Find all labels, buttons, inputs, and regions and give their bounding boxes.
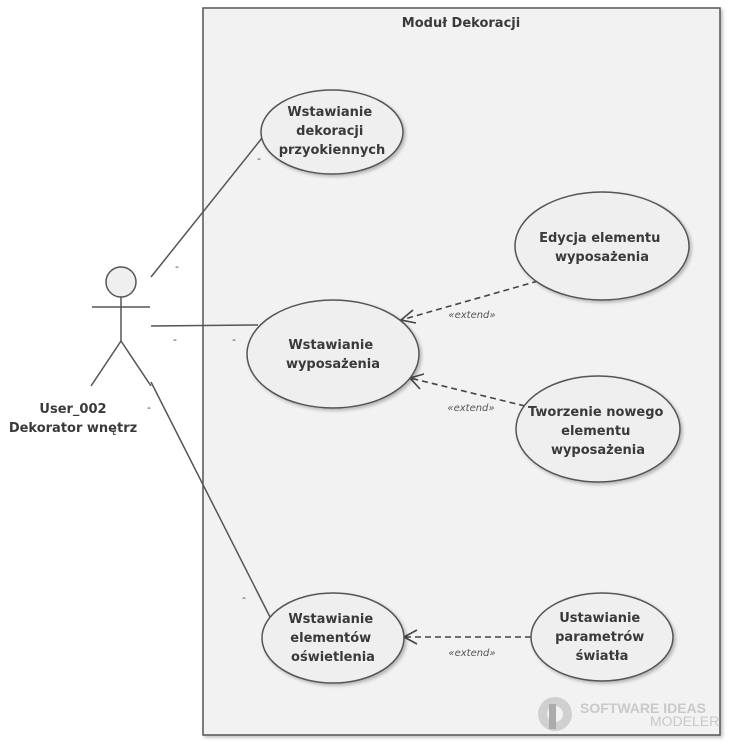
use-case-swiatlo-line3: światła [576,649,629,664]
multiplicity-actor-oswietlenie: - [147,401,151,414]
watermark-line2: MODELER [650,713,719,729]
multiplicity-dekoracje-end: - [257,152,261,165]
use-case-dekoracje[interactable]: Wstawianie dekoracji przyokiennych [260,89,404,175]
actor-figure-icon [90,266,152,387]
svg-text:Edycja elementu wyposaże: Edycja elementu wyposażenia [539,231,665,265]
use-case-dekoracje-line1: Wstawianie [287,105,372,120]
use-case-oswietlenie-line2: elementów [290,631,371,646]
actor-role: Dekorator wnętrz [9,421,137,436]
multiplicities: - - - - - - [147,152,261,604]
svg-text:Tworzenie nowego element: Tworzenie nowego elementu wyposażenia [528,405,668,458]
use-case-tworzenie-line3: wyposażenia [551,443,645,458]
extend-label-swiatlo: «extend» [448,648,495,659]
watermark-line1: SOFTWARE IDEAS [580,700,706,716]
use-case-tworzenie-line1: Tworzenie nowego [528,405,664,420]
association-wyposazenie[interactable] [150,324,259,327]
use-case-oswietlenie[interactable]: Wstawianie elementów oświetlenia [261,592,405,684]
svg-text:Wstawianie wyposażenia: Wstawianie wyposażenia [286,338,380,372]
association-oswietlenie[interactable] [150,381,271,618]
use-case-edycja-line1: Edycja elementu [539,231,660,246]
svg-text:Wstawianie dekoracji: Wstawianie dekoracji przyokiennych [279,105,386,158]
software-ideas-logo-icon [538,697,572,731]
use-case-swiatlo-line1: Ustawianie [559,611,640,626]
multiplicity-wyposazenie-end: - [232,333,236,346]
use-case-wyposazenie-line1: Wstawianie [288,338,373,353]
multiplicity-actor-dekoracje: - [175,260,179,273]
system-title: Moduł Dekoracji [402,16,520,31]
use-case-tworzenie-line2: elementu [561,424,630,439]
use-case-edycja-line2: wyposażenia [555,250,649,265]
use-case-dekoracje-line3: przyokiennych [279,143,386,158]
multiplicity-oswietlenie-end: - [242,591,246,604]
use-case-wyposazenie[interactable]: Wstawianie wyposażenia [246,299,420,409]
actor-name: User_002 [39,402,106,417]
use-case-tworzenie[interactable]: Tworzenie nowego elementu wyposażenia [515,375,681,483]
association-dekoracje[interactable] [150,137,263,278]
watermark: SOFTWARE IDEAS MODELER [538,697,719,731]
multiplicity-actor-wyposazenie: - [173,333,177,346]
use-case-edycja[interactable]: Edycja elementu wyposażenia [514,191,690,301]
use-case-dekoracje-line2: dekoracji [296,124,363,139]
use-case-swiatlo[interactable]: Ustawianie parametrów światła [530,592,674,682]
actor[interactable]: User_002 Dekorator wnętrz [9,266,152,436]
svg-text:Wstawianie elementów: Wstawianie elementów oświetlenia [288,612,377,665]
svg-text:Ustawianie parametrów: Ustawianie parametrów światła [555,611,649,664]
use-case-swiatlo-line2: parametrów [555,630,644,645]
extend-label-tworzenie: «extend» [447,403,494,414]
use-case-oswietlenie-line1: Wstawianie [288,612,373,627]
associations [150,137,271,618]
extend-label-edycja: «extend» [448,310,495,321]
use-case-wyposazenie-line2: wyposażenia [286,357,380,372]
use-case-oswietlenie-line3: oświetlenia [291,650,375,665]
